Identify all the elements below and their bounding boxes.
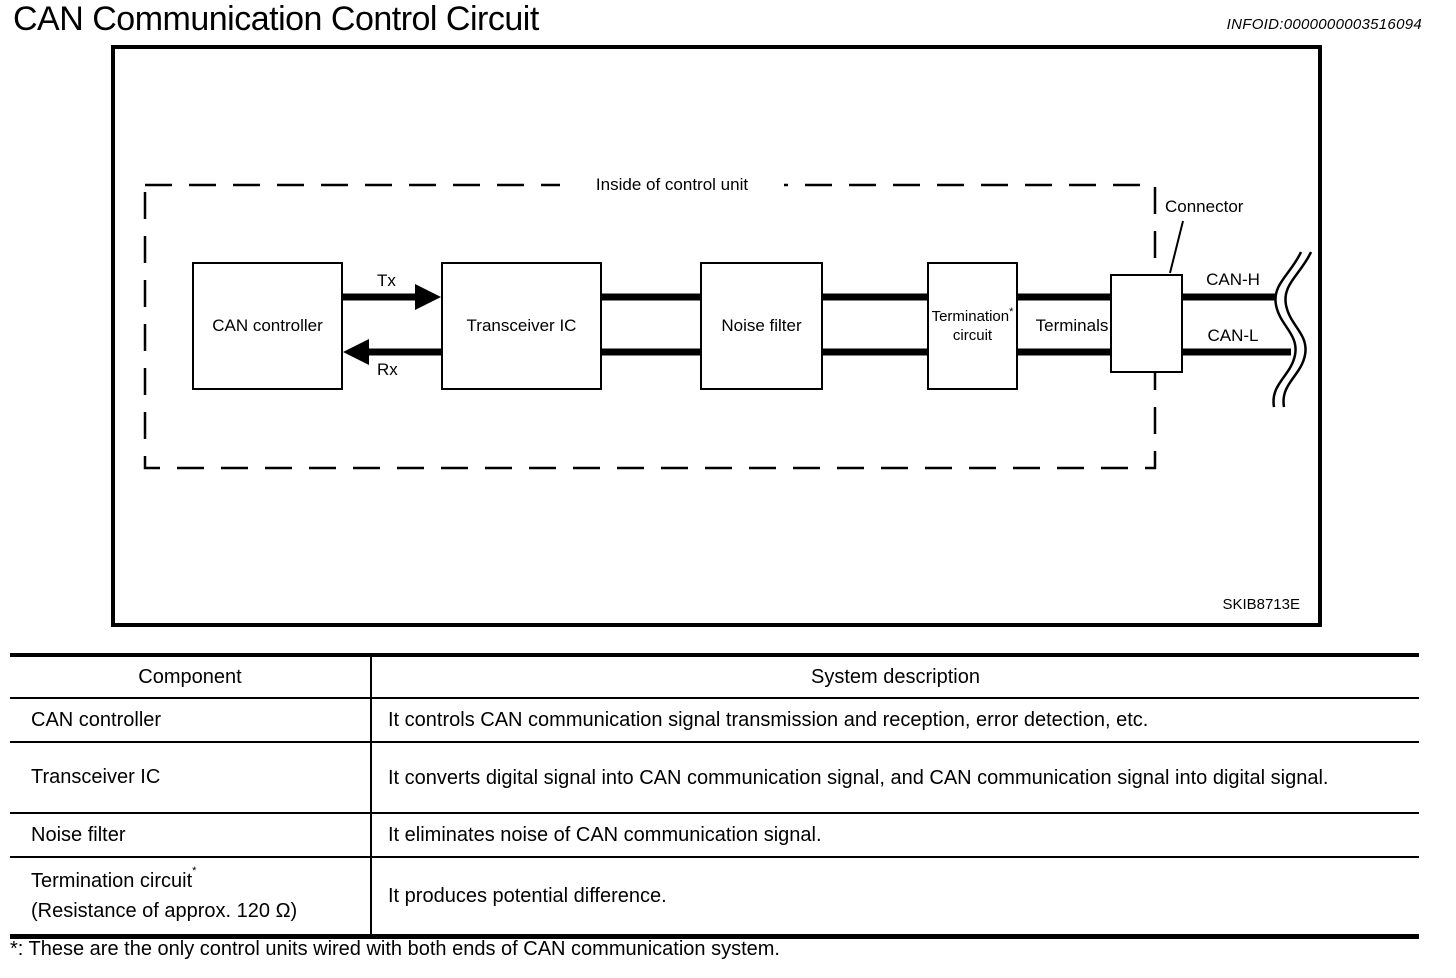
termination-circuit-text: Termination circuit <box>31 870 193 892</box>
termination-circuit-block: Termination* circuit <box>927 262 1018 390</box>
can-h-label: CAN-H <box>1206 270 1260 289</box>
termination-asterisk: * <box>192 865 197 877</box>
description-cell: It converts digital signal into CAN comm… <box>388 766 1329 789</box>
connector-block <box>1110 274 1183 373</box>
rx-arrowhead-icon <box>343 339 369 365</box>
footnote: *: These are the only control units wire… <box>10 938 780 960</box>
circuit-word: circuit <box>952 327 993 344</box>
description-header: System description <box>811 666 980 688</box>
table-row: Termination circuit* (Resistance of appr… <box>10 858 1419 934</box>
connector-leader-line <box>1169 220 1184 274</box>
table-header-row: Component System description <box>10 657 1419 699</box>
description-cell: It eliminates noise of CAN communication… <box>388 824 822 846</box>
component-cell: Noise filter <box>10 814 372 856</box>
tx-arrowhead-icon <box>415 284 441 310</box>
inside-control-unit-label: Inside of control unit <box>560 173 784 197</box>
component-cell: Transceiver IC <box>10 743 372 812</box>
termination-circuit-label: Termination* circuit <box>932 307 1014 345</box>
description-cell: It produces potential difference. <box>388 885 667 907</box>
connector-label: Connector <box>1165 197 1244 216</box>
component-header: Component <box>10 657 372 697</box>
figure-code: SKIB8713E <box>1222 596 1300 613</box>
circuit-diagram-figure: Inside of control unit CAN controller Tr… <box>111 45 1322 627</box>
can-controller-label: CAN controller <box>212 316 323 335</box>
can-l-label: CAN-L <box>1207 326 1259 345</box>
transceiver-ic-block: Transceiver IC <box>441 262 602 390</box>
description-cell: It controls CAN communication signal tra… <box>388 709 1149 731</box>
table-row: CAN controller It controls CAN communica… <box>10 699 1419 743</box>
component-table: Component System description CAN control… <box>10 653 1419 939</box>
termination-component-label: Termination circuit* (Resistance of appr… <box>31 866 297 926</box>
noise-filter-label: Noise filter <box>721 316 802 335</box>
termination-word: Termination <box>931 308 1010 325</box>
table-row: Transceiver IC It converts digital signa… <box>10 743 1419 814</box>
component-cell: CAN controller <box>10 699 372 741</box>
component-cell: Termination circuit* (Resistance of appr… <box>10 858 372 934</box>
table-row: Noise filter It eliminates noise of CAN … <box>10 814 1419 858</box>
rx-label: Rx <box>377 360 398 379</box>
noise-filter-block: Noise filter <box>700 262 823 390</box>
infoid-code: INFOID:0000000003516094 <box>1226 16 1422 33</box>
wire-break-icon <box>1272 251 1303 408</box>
termination-asterisk: * <box>1009 306 1014 318</box>
wire-break-icon <box>1282 251 1313 408</box>
transceiver-ic-label: Transceiver IC <box>466 316 577 335</box>
tx-label: Tx <box>377 271 396 290</box>
resistance-text: (Resistance of approx. 120 Ω) <box>31 900 298 922</box>
can-controller-block: CAN controller <box>192 262 343 390</box>
terminals-label: Terminals <box>1035 316 1109 335</box>
page-title: CAN Communication Control Circuit <box>13 0 539 38</box>
